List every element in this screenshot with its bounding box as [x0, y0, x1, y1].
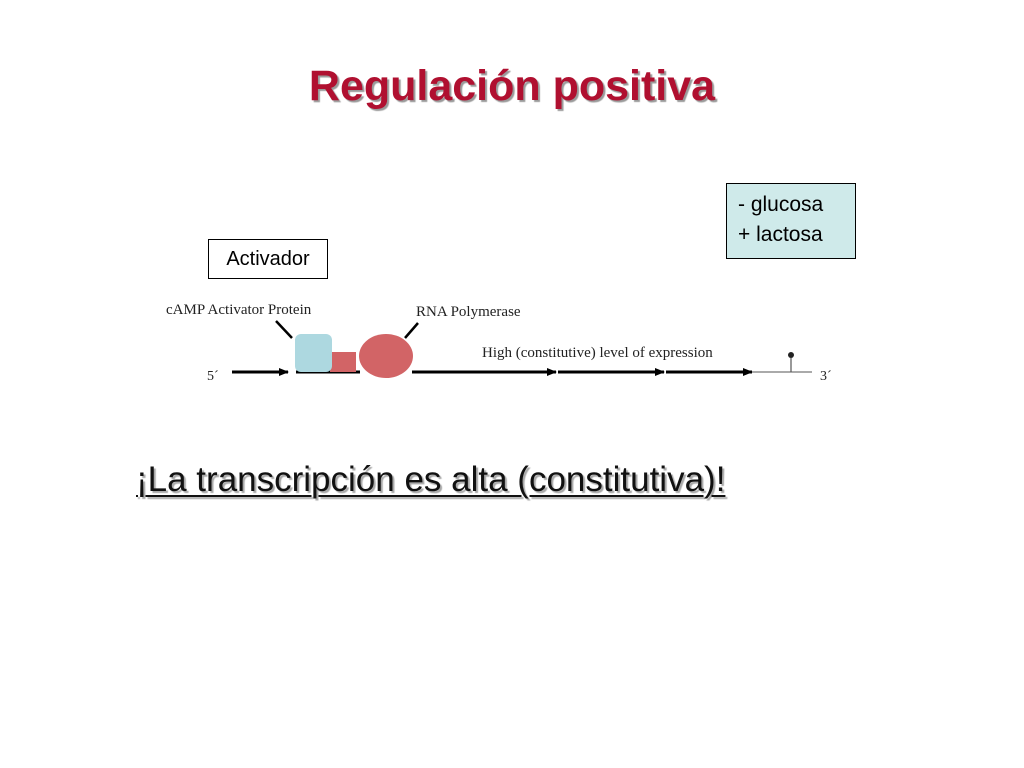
rna-polymerase-connector [330, 352, 356, 372]
activator-label-box: Activador [208, 239, 328, 279]
conclusion-text: ¡La transcripción es alta (constitutiva)… [136, 460, 726, 499]
camp-protein-label: cAMP Activator Protein [166, 302, 312, 318]
slide-title: Regulación positiva [308, 62, 716, 110]
camp-pointer-line [275, 320, 293, 339]
condition-glucose: - glucosa [738, 193, 824, 216]
condition-lactose: + lactosa [738, 223, 823, 246]
conditions-box: - glucosa + lactosa [726, 183, 856, 259]
terminator-dot [788, 352, 794, 358]
rna-polymerase-label: RNA Polymerase [416, 304, 521, 320]
five-prime-label: 5´ [207, 369, 219, 384]
camp-activator-protein-shape [295, 334, 332, 372]
expression-level-label: High (constitutive) level of expression [482, 345, 713, 361]
three-prime-label: 3´ [820, 369, 832, 384]
rna-pointer-line [404, 322, 419, 339]
rna-polymerase-shape [359, 334, 413, 378]
